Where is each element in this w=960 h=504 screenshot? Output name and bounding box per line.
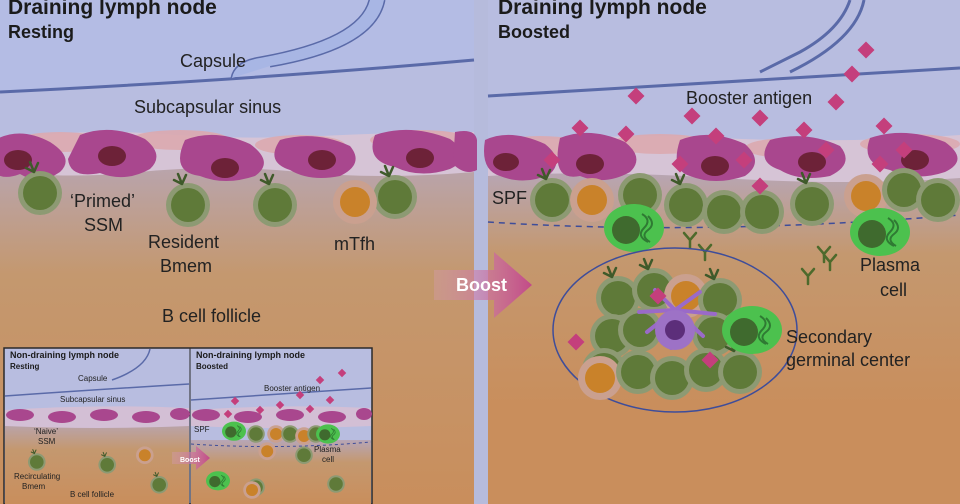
ssm-macrophages <box>0 129 477 181</box>
antigen-label: Booster antigen <box>686 88 812 108</box>
ssm-macrophages <box>484 132 958 181</box>
bmem-cell <box>740 190 784 234</box>
plasma-label-line2: cell <box>880 280 907 300</box>
plasma-cell <box>849 207 911 257</box>
bmem-cell <box>702 190 746 234</box>
germinal-center-outline <box>552 247 798 413</box>
inset-left-title: Non-draining lymph node <box>10 350 119 360</box>
follicle-label: B cell follicle <box>162 306 261 326</box>
sinus-label: Subcapsular sinus <box>134 97 281 117</box>
capsule-line <box>487 66 960 98</box>
inset-left-follicle: B cell follicle <box>70 490 115 499</box>
bmem-cell <box>916 178 960 222</box>
inset-left-ssm1: ‘Naive’ <box>34 427 58 436</box>
right-panel: Draining lymph node Boosted Booster anti… <box>484 0 960 504</box>
left-subtitle: Resting <box>8 22 74 42</box>
inset-left-bmem2: Bmem <box>22 482 45 491</box>
spf-label: SPF <box>492 188 527 208</box>
tfh-cell <box>570 178 614 222</box>
inset-right-plasma1: Plasma <box>314 445 341 454</box>
capsule-label: Capsule <box>180 51 246 71</box>
inset-left-sinus: Subcapsular sinus <box>60 395 125 404</box>
ssm-label-line1: ‘Primed’ <box>70 191 135 211</box>
inset-right-title: Non-draining lymph node <box>196 350 305 360</box>
inset-right-antigen: Booster antigen <box>264 384 320 393</box>
germinal-center-cells <box>578 257 783 400</box>
mtfh-label: mTfh <box>334 234 375 254</box>
inset-left-ssm2: SSM <box>38 437 56 446</box>
left-title: Draining lymph node <box>8 0 217 19</box>
inset-left-bmem1: Recirculating <box>14 472 60 481</box>
ssm-label-line2: SSM <box>84 215 123 235</box>
non-draining-inset: Non-draining lymph node Resting Capsule … <box>3 347 373 504</box>
gc-label-line2: germinal center <box>786 350 910 370</box>
capsule-line <box>0 58 475 94</box>
inset-right-plasma2: cell <box>322 455 334 464</box>
inset-boost-label: Boost <box>180 457 201 464</box>
right-title: Draining lymph node <box>498 0 707 19</box>
gc-label-line1: Secondary <box>786 327 872 347</box>
boost-arrow: Boost <box>434 252 532 318</box>
plasma-label-line1: Plasma <box>860 255 921 275</box>
boost-label: Boost <box>456 275 507 295</box>
inset-left-subtitle: Resting <box>10 362 39 371</box>
bmem-label-line1: Resident <box>148 232 219 252</box>
plasma-cell <box>603 203 665 253</box>
right-subtitle: Boosted <box>498 22 570 42</box>
inset-right-spf: SPF <box>194 425 210 434</box>
bmem-label-line2: Bmem <box>160 256 212 276</box>
inset-right-subtitle: Boosted <box>196 362 228 371</box>
inset-left-capsule: Capsule <box>78 374 108 383</box>
mtfh-cell <box>333 180 377 224</box>
